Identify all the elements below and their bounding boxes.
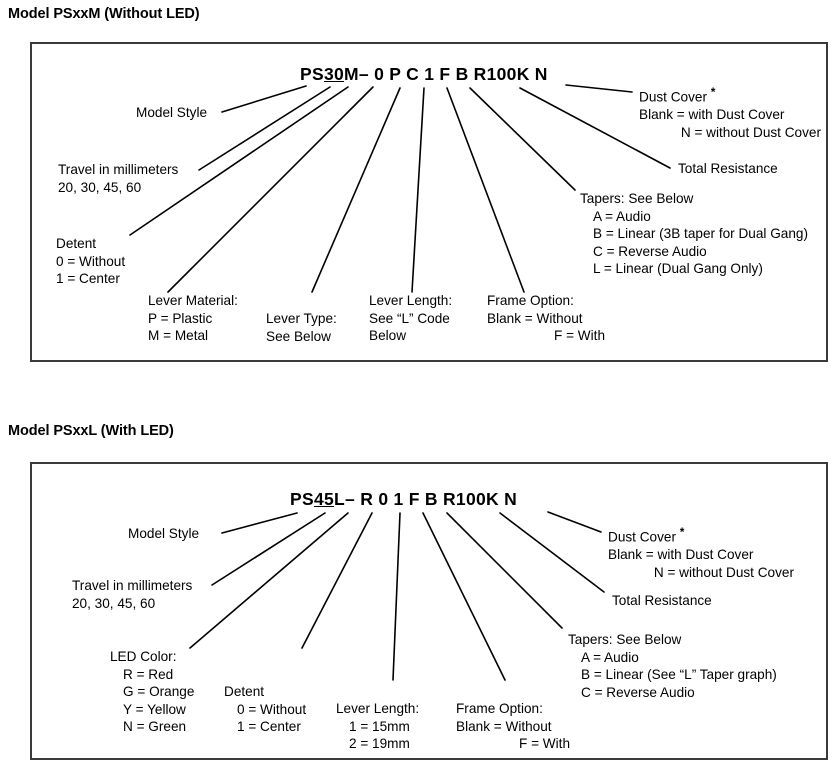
diagram-1-part-number: PS30M – 0 P C 1 F B R100K N	[300, 64, 548, 85]
callout-lever-type: Lever Type: See Below	[266, 310, 337, 345]
callout-line: Total Resistance	[612, 593, 712, 608]
callout-line: 1 = Center	[56, 271, 120, 286]
callout-line: Frame Option:	[487, 293, 574, 308]
part-number-seg-underlined: 45	[313, 489, 335, 509]
callout-line: Below	[369, 328, 407, 343]
callout-line: See Below	[266, 328, 331, 344]
callout-line: F = With	[519, 736, 570, 751]
asterisk-icon: *	[679, 525, 685, 539]
callout-line: Lever Length:	[369, 293, 453, 308]
part-number-seg: – R 0 1 F B R100K N	[345, 489, 518, 509]
callout-travel-in-millimeters: Travel in millimeters 20, 30, 45, 60	[58, 161, 178, 196]
callout-line: Detent	[224, 684, 265, 699]
callout-line: Tapers: See Below	[580, 191, 694, 206]
part-number-seg-underlined: 30	[323, 64, 345, 84]
callout-line: Travel in millimeters	[58, 162, 179, 177]
callout-line: Tapers: See Below	[568, 632, 682, 647]
callout-line: 20, 30, 45, 60	[58, 179, 142, 195]
callout-line: 0 = Without	[56, 253, 126, 269]
callout-line: C = Reverse Audio	[593, 243, 707, 259]
callout-line: Model Style	[128, 526, 200, 541]
callout-lever-length: Lever Length: See “L” Code Below	[369, 292, 452, 345]
callout-line: N = Green	[123, 719, 187, 734]
diagram-1-title: Model PSxxM (Without LED)	[8, 6, 200, 22]
callout-line: G = Orange	[123, 684, 195, 699]
callout-tapers: Tapers: See Below A = Audio B = Linear (…	[580, 190, 808, 278]
callout-line: Frame Option:	[456, 701, 543, 716]
callout-line: N = without Dust Cover	[680, 124, 821, 140]
callout-dust-cover: Dust Cover * Blank = with Dust Cover N =…	[608, 524, 794, 581]
callout-line: R = Red	[123, 666, 174, 682]
part-number-seg: PS	[290, 489, 314, 509]
callout-line: Blank = with Dust Cover	[639, 107, 785, 123]
callout-line: N = without Dust Cover	[653, 564, 794, 580]
callout-line: Total Resistance	[678, 161, 778, 176]
callout-line: Blank = Without	[456, 718, 552, 734]
callout-total-resistance: Total Resistance	[612, 592, 712, 610]
callout-line: Blank = Without	[487, 310, 583, 326]
callout-line: C = Reverse Audio	[581, 684, 695, 700]
callout-model-style: Model Style	[128, 525, 199, 543]
diagram-2-title: Model PSxxL (With LED)	[8, 423, 174, 439]
callout-line: F = With	[554, 328, 605, 343]
diagram-2-part-number: PS45L – R 0 1 F B R100K N	[290, 489, 517, 510]
callout-line: Lever Type:	[266, 311, 337, 326]
part-number-seg: M	[344, 64, 359, 84]
callout-lever-material: Lever Material: P = Plastic M = Metal	[148, 292, 238, 345]
callout-line: A = Audio	[593, 208, 651, 224]
callout-line: Dust Cover *	[608, 525, 685, 545]
callout-line: Dust Cover *	[639, 85, 716, 105]
callout-lever-length: Lever Length: 1 = 15mm 2 = 19mm	[336, 700, 419, 753]
callout-line: 0 = Without	[237, 701, 307, 717]
callout-line: M = Metal	[148, 328, 209, 343]
callout-line: Lever Length:	[336, 701, 420, 716]
callout-frame-option: Frame Option: Blank = Without F = With	[487, 292, 605, 345]
callout-line: 1 = 15mm	[349, 718, 410, 734]
callout-line: 2 = 19mm	[349, 736, 410, 751]
asterisk-icon: *	[710, 85, 716, 99]
callout-line: Y = Yellow	[123, 701, 186, 717]
callout-line: A = Audio	[581, 649, 639, 665]
callout-model-style: Model Style	[136, 104, 207, 122]
callout-travel-in-millimeters: Travel in millimeters 20, 30, 45, 60	[72, 577, 192, 612]
callout-line: Detent	[56, 236, 97, 251]
callout-frame-option: Frame Option: Blank = Without F = With	[456, 700, 570, 753]
callout-line: Model Style	[136, 105, 208, 120]
part-number-seg: PS	[300, 64, 324, 84]
callout-line: Blank = with Dust Cover	[608, 547, 754, 563]
callout-detent: Detent 0 = Without 1 = Center	[224, 683, 306, 736]
callout-line: B = Linear (See “L” Taper graph)	[581, 667, 777, 682]
callout-detent: Detent 0 = Without 1 = Center	[56, 235, 125, 288]
callout-dust-cover: Dust Cover * Blank = with Dust Cover N =…	[639, 84, 821, 141]
callout-line: Travel in millimeters	[72, 578, 193, 593]
callout-line: 1 = Center	[237, 719, 301, 734]
callout-line: 20, 30, 45, 60	[72, 595, 156, 611]
callout-line: B = Linear (3B taper for Dual Gang)	[593, 226, 808, 241]
callout-line: Lever Material:	[148, 293, 238, 308]
callout-line: LED Color:	[110, 649, 177, 664]
callout-line: P = Plastic	[148, 310, 213, 326]
callout-line: L = Linear (Dual Gang Only)	[593, 261, 763, 276]
callout-total-resistance: Total Resistance	[678, 160, 778, 178]
callout-tapers: Tapers: See Below A = Audio B = Linear (…	[568, 631, 777, 701]
callout-led-color: LED Color: R = Red G = Orange Y = Yellow…	[110, 648, 194, 736]
callout-line: See “L” Code	[369, 310, 450, 326]
part-number-seg: L	[334, 489, 346, 509]
part-number-seg: – 0 P C 1 F B R100K N	[358, 64, 548, 84]
